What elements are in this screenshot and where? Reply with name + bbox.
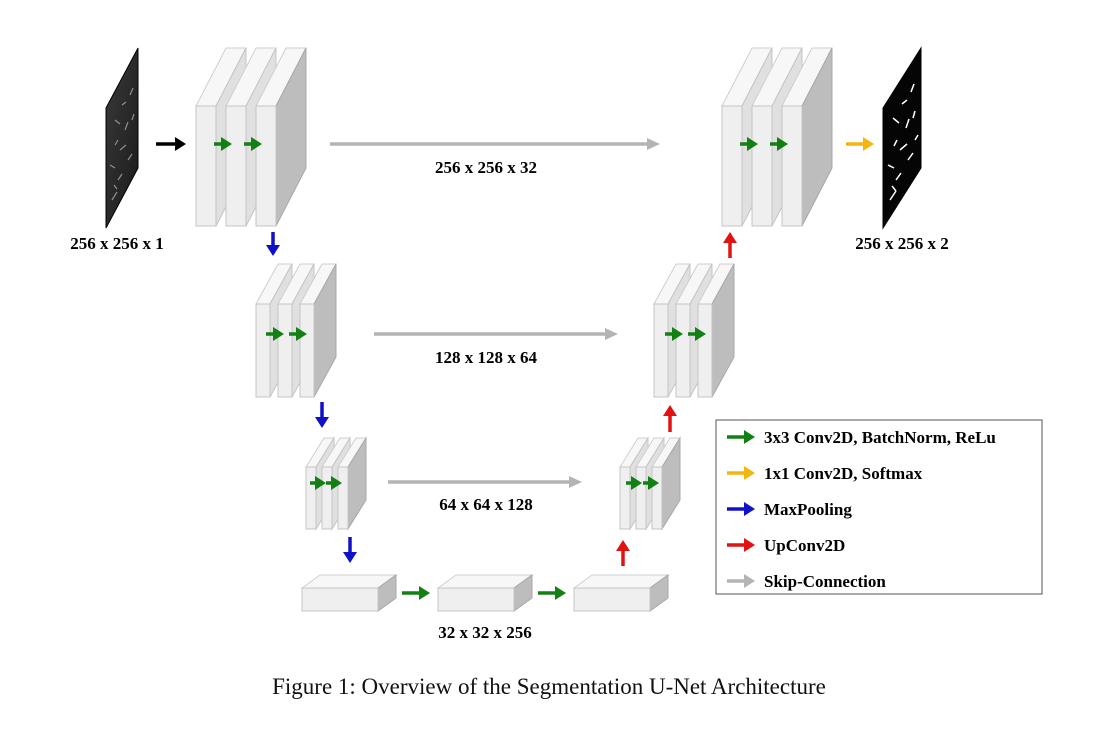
conv-arrow [770, 137, 788, 151]
legend-item-conv: 3x3 Conv2D, BatchNorm, ReLu [727, 428, 996, 447]
maxpool-arrow [315, 402, 329, 428]
conv-arrow [665, 327, 683, 341]
legend-conv-arrow [727, 430, 755, 444]
output-image [882, 46, 922, 230]
legend-label: UpConv2D [764, 536, 845, 555]
legend-label: 3x3 Conv2D, BatchNorm, ReLu [764, 428, 996, 447]
arrows [156, 137, 874, 600]
conv-arrow [402, 586, 430, 600]
legend-item-maxpool: MaxPooling [727, 500, 852, 519]
conv-arrow [289, 327, 307, 341]
conv-arrow [266, 327, 284, 341]
output-size-label: 256 x 256 x 2 [855, 234, 949, 253]
maxpool-arrow [343, 537, 357, 563]
legend-label: 1x1 Conv2D, Softmax [764, 464, 923, 483]
input-size-label: 256 x 256 x 1 [70, 234, 164, 253]
upconv-arrow [723, 232, 737, 258]
legend-skip-arrow [727, 574, 755, 588]
legend-label: Skip-Connection [764, 572, 886, 591]
conv-arrow [626, 476, 642, 490]
upconv-arrow [663, 405, 677, 432]
decoder-level2-blocks [653, 263, 735, 398]
legend-item-softmax: 1x1 Conv2D, Softmax [727, 464, 923, 483]
conv-arrow [326, 476, 342, 490]
softmax-arrow [846, 137, 874, 151]
level3-size-label: 64 x 64 x 128 [439, 495, 533, 514]
input-arrow [156, 137, 186, 151]
input-image [105, 47, 139, 229]
upconv-arrow [616, 540, 630, 566]
decoder-level1-blocks [721, 47, 833, 227]
encoder-level1-blocks [195, 47, 307, 227]
legend-softmax-arrow [727, 466, 755, 480]
conv-arrow [538, 586, 566, 600]
bottleneck-blocks [300, 574, 670, 612]
legend: 3x3 Conv2D, BatchNorm, ReLu 1x1 Conv2D, S… [715, 419, 1043, 595]
legend-item-upconv: UpConv2D [727, 536, 845, 555]
skip-arrow [374, 328, 618, 340]
conv-arrow [740, 137, 758, 151]
conv-arrow [643, 476, 659, 490]
level1-size-label: 256 x 256 x 32 [435, 158, 537, 177]
legend-item-skip: Skip-Connection [727, 572, 886, 591]
level2-size-label: 128 x 128 x 64 [435, 348, 538, 367]
bottleneck-size-label: 32 x 32 x 256 [438, 623, 532, 642]
encoder-level2-blocks [255, 263, 337, 398]
legend-box [715, 419, 1043, 595]
legend-upconv-arrow [727, 538, 755, 552]
figure-caption: Figure 1: Overview of the Segmentation U… [272, 674, 826, 699]
skip-arrow [330, 138, 660, 150]
conv-arrow [688, 327, 706, 341]
conv-arrow [310, 476, 326, 490]
legend-maxpool-arrow [727, 502, 755, 516]
conv-arrow [244, 137, 262, 151]
maxpool-arrow [266, 232, 280, 256]
legend-label: MaxPooling [764, 500, 852, 519]
skip-arrow [388, 476, 582, 488]
conv-arrow [214, 137, 232, 151]
